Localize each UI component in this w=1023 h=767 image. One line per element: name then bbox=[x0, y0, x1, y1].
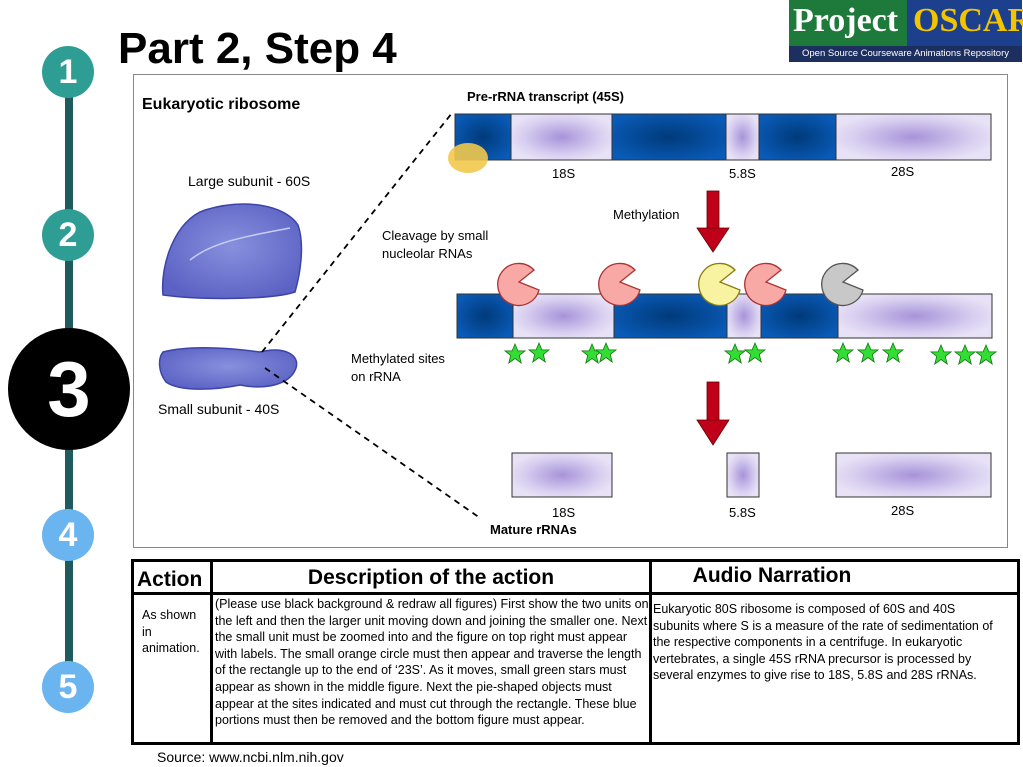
methylation-arrow bbox=[696, 190, 730, 253]
logo-tagline: Open Source Courseware Animations Reposi… bbox=[789, 46, 1022, 62]
zoom-line-bottom bbox=[264, 367, 481, 519]
audio-narration-cell: Eukaryotic 80S ribosome is composed of 6… bbox=[653, 602, 993, 683]
top-5-8s-label: 5.8S bbox=[729, 166, 756, 181]
top-18s-label: 18S bbox=[552, 166, 576, 181]
action-header: Action bbox=[137, 568, 203, 591]
zoom-line-top bbox=[261, 112, 453, 353]
description-header: Description of the action bbox=[307, 566, 555, 589]
mature-28s-block bbox=[835, 452, 992, 498]
methylation-label: Methylation bbox=[613, 207, 680, 222]
large-subunit-shape bbox=[161, 203, 303, 300]
description-cell: (Please use black background & redraw al… bbox=[215, 597, 649, 728]
snorna-pie-2 bbox=[598, 262, 641, 307]
cleavage-label-line-1: Cleavage by small bbox=[382, 228, 489, 243]
methylated-sites-label-line-1: Methylated sites bbox=[351, 351, 445, 366]
logo-word-project: Project bbox=[793, 2, 899, 39]
logo-word-oscar: OSCAR bbox=[913, 2, 1023, 39]
step-4-button[interactable]: 4 bbox=[42, 509, 94, 561]
methylated-sites-label-line-2: on rRNA bbox=[351, 369, 401, 384]
cleavage-label-line-2: nucleolar RNAs bbox=[382, 246, 473, 261]
pre-rrna-transcript-bar bbox=[454, 113, 992, 161]
snorna-pie-4 bbox=[744, 262, 787, 307]
table-divider-1 bbox=[210, 562, 213, 742]
mature-rrnas-label: Mature rRNAs bbox=[490, 522, 577, 537]
eukaryotic-ribosome-heading: Eukaryotic ribosome bbox=[142, 96, 301, 113]
orange-circle bbox=[448, 143, 488, 173]
bottom-18s-label: 18S bbox=[552, 505, 576, 520]
logo-blue-block bbox=[907, 0, 1022, 46]
bottom-5-8s-label: 5.8S bbox=[729, 505, 756, 520]
mature-18s-block bbox=[511, 452, 613, 498]
top-28s-label: 28S bbox=[891, 164, 915, 179]
page-title: Part 2, Step 4 bbox=[118, 24, 397, 73]
pre-rrna-label: Pre-rRNA transcript (45S) bbox=[467, 89, 625, 104]
cleavage-arrow bbox=[696, 381, 730, 446]
step-3-button-active[interactable]: 3 bbox=[8, 328, 130, 450]
step-2-button[interactable]: 2 bbox=[42, 209, 94, 261]
snorna-pie-1 bbox=[497, 262, 540, 307]
logo-green-block bbox=[789, 0, 907, 46]
small-subunit-label: Small subunit - 40S bbox=[158, 401, 280, 417]
methylation-stars bbox=[504, 342, 997, 365]
mature-5-8s-block bbox=[726, 452, 760, 498]
step-5-button[interactable]: 5 bbox=[42, 661, 94, 713]
large-subunit-label: Large subunit - 60S bbox=[188, 173, 311, 189]
snorna-pie-3 bbox=[698, 262, 741, 307]
storyboard-table: Action Description of the action Audio N… bbox=[131, 559, 1020, 745]
step-1-button[interactable]: 1 bbox=[42, 46, 94, 98]
table-header-rule bbox=[134, 592, 1017, 595]
project-oscar-logo[interactable]: Project OSCAR Open Source Courseware Ani… bbox=[789, 0, 1023, 62]
small-subunit-shape bbox=[158, 347, 298, 390]
audio-narration-header: Audio Narration bbox=[692, 564, 852, 587]
source-credit: Source: www.ncbi.nlm.nih.gov bbox=[157, 749, 344, 765]
table-divider-2 bbox=[649, 562, 652, 742]
bottom-28s-label: 28S bbox=[891, 503, 915, 518]
action-cell: As shown in animation. bbox=[142, 608, 200, 656]
snorna-pie-5 bbox=[821, 262, 864, 307]
